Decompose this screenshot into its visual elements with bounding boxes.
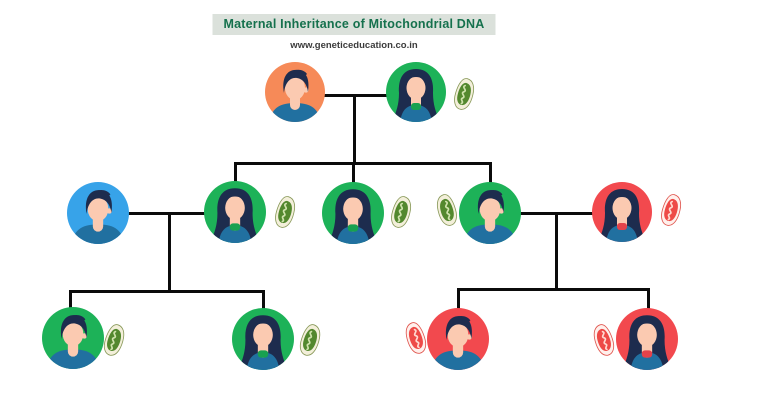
gen3-son-left-mitochondria bbox=[100, 319, 128, 360]
male-avatar bbox=[71, 189, 125, 244]
gen2-son-mitochondria bbox=[433, 190, 460, 231]
gen3-daughter-left-mitochondria bbox=[296, 319, 324, 360]
gen2-husband bbox=[67, 182, 129, 244]
title-banner: Maternal Inheritance of Mitochondrial DN… bbox=[212, 14, 496, 35]
gen1-father bbox=[265, 62, 325, 122]
mitochondria-icon-green bbox=[103, 324, 125, 356]
female-avatar bbox=[329, 189, 377, 244]
male-avatar bbox=[269, 69, 321, 122]
page-title: Maternal Inheritance of Mitochondrial DN… bbox=[223, 17, 485, 31]
pedigree-line bbox=[488, 161, 492, 188]
gen2-daughter-1-mitochondria bbox=[271, 192, 298, 233]
mitochondria-icon-green bbox=[391, 196, 412, 228]
pedigree-line bbox=[167, 211, 171, 293]
website-url: www.geneticeducation.co.in bbox=[290, 40, 418, 51]
gen2-son bbox=[459, 182, 521, 244]
mitochondria-icon-red bbox=[661, 194, 682, 226]
pedigree-line bbox=[351, 161, 355, 188]
gen2-wife bbox=[592, 182, 652, 242]
female-avatar bbox=[599, 189, 645, 242]
pedigree-line bbox=[233, 161, 492, 165]
gen3-son-right-mitochondria bbox=[402, 317, 430, 358]
gen1-mother bbox=[386, 62, 446, 122]
mitochondria-icon-green bbox=[454, 78, 475, 110]
pedigree-line bbox=[456, 287, 650, 291]
pedigree-line bbox=[554, 211, 558, 291]
pedigree-line bbox=[261, 289, 265, 314]
gen3-son-left bbox=[42, 307, 104, 369]
male-avatar bbox=[46, 314, 100, 369]
gen3-son-right bbox=[427, 308, 489, 370]
pedigree-line bbox=[127, 211, 206, 215]
pedigree-line bbox=[352, 93, 356, 165]
female-avatar bbox=[239, 315, 287, 370]
male-avatar bbox=[431, 315, 485, 370]
gen2-daughter-2 bbox=[322, 182, 384, 244]
gen1-mother-mitochondria bbox=[450, 74, 477, 115]
gen2-daughter-1 bbox=[204, 181, 266, 243]
gen3-daughter-left bbox=[232, 308, 294, 370]
pedigree-line bbox=[456, 287, 460, 314]
female-avatar bbox=[211, 188, 259, 243]
mitochondria-icon-green bbox=[436, 194, 457, 226]
gen3-daughter-right-mitochondria bbox=[590, 319, 618, 360]
female-avatar bbox=[623, 315, 671, 370]
pedigree-line bbox=[233, 161, 237, 188]
male-avatar bbox=[463, 189, 517, 244]
pedigree-line bbox=[68, 289, 72, 314]
pedigree-line bbox=[68, 289, 265, 293]
mitochondria-icon-green bbox=[275, 196, 296, 228]
pedigree-line bbox=[646, 287, 650, 314]
mitochondria-icon-red bbox=[593, 324, 615, 356]
gen3-daughter-right bbox=[616, 308, 678, 370]
gen2-wife-mitochondria bbox=[657, 190, 684, 231]
mitochondria-icon-green bbox=[299, 324, 321, 356]
female-avatar bbox=[393, 69, 439, 122]
pedigree-line bbox=[323, 93, 388, 97]
mitochondria-icon-red bbox=[405, 322, 427, 354]
gen2-daughter-2-mitochondria bbox=[387, 192, 414, 233]
